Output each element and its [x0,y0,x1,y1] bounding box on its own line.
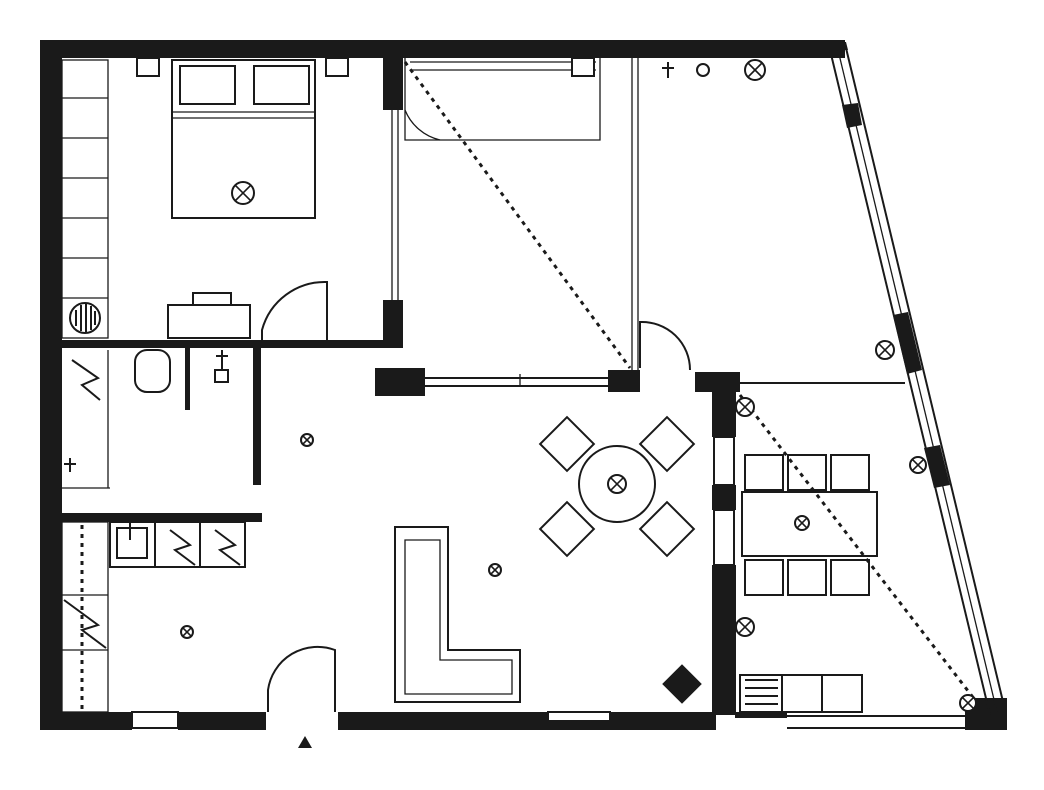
cabinets [662,664,863,713]
ceiling-light-icon [607,474,627,494]
dashed-line [403,61,632,369]
diagonal-window-wall [828,42,1006,716]
ceiling-light-icon [744,59,766,81]
ceiling-light-icon [180,625,194,639]
wardrobe [61,59,109,339]
conference-table [741,454,878,596]
ceiling-light-icon [488,563,502,577]
dashed-line [738,394,977,701]
ceiling-light-icon [909,456,927,474]
bathroom-fixtures [71,349,171,401]
closet [404,57,601,141]
ceiling-light-icon [300,433,314,447]
ceiling-light-icon [959,694,977,712]
ceiling-light-icon [735,617,755,637]
entrance-arrow-icon [298,736,312,748]
interior-walls [60,40,905,715]
kitchen [61,521,246,713]
radiator-icon [69,302,101,334]
l-shaped-sofa [394,526,521,703]
ceiling-light-icon [875,340,895,360]
doors [261,109,692,712]
desk [167,292,251,339]
outlet-icon [64,62,710,540]
ceiling-lights [180,59,977,712]
ceiling-light-icon [231,181,255,205]
ceiling-light-icon [735,397,755,417]
exterior-walls [40,40,1007,730]
ceiling-light-icon [794,515,810,531]
